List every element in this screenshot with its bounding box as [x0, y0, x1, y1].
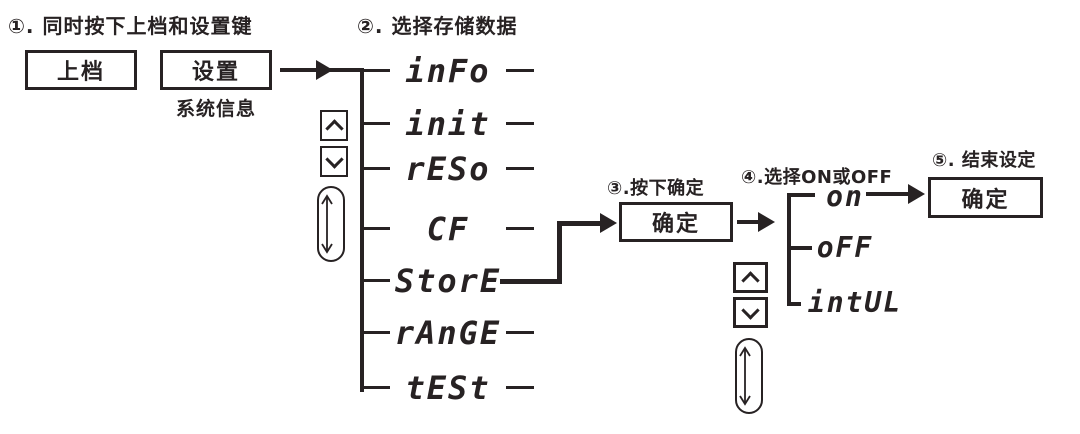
- down-chevron-icon: [741, 300, 760, 320]
- up-button[interactable]: [320, 110, 348, 141]
- menu-item-range: rAnGE: [394, 314, 502, 352]
- shift-key-label: 上档: [56, 60, 105, 85]
- selected-item-connector: [557, 221, 602, 226]
- submenu-item-on: on: [826, 180, 864, 213]
- set-key-button[interactable]: 设置: [160, 50, 272, 90]
- arrow-right-icon: [908, 184, 925, 204]
- dash-line: [506, 386, 534, 389]
- set-key-caption: 系统信息: [175, 98, 256, 120]
- submenu-bracket-line: [787, 246, 812, 250]
- dash-line: [506, 227, 534, 230]
- step4-label: ④.选择ON或OFF: [741, 167, 893, 188]
- arrow-right-icon: [758, 212, 775, 232]
- menu-item-reso: rESo: [405, 150, 491, 188]
- submenu-bracket-line: [787, 302, 801, 306]
- confirm-button-label: 确定: [961, 187, 1010, 213]
- arrow-right-icon: [316, 60, 333, 80]
- cycle-arrow-icon: [317, 186, 345, 262]
- step3-label: ③.按下确定: [607, 178, 705, 199]
- dash-line: [506, 331, 534, 334]
- confirm-button-step5[interactable]: 确定: [928, 177, 1043, 218]
- dash-line: [506, 69, 534, 72]
- confirm-button-label: 确定: [651, 212, 700, 237]
- menu-item-init: init: [405, 105, 491, 143]
- menu-row-cf: CF: [0, 212, 1080, 246]
- down-button[interactable]: [733, 297, 768, 328]
- tick-line: [362, 227, 390, 230]
- dash-line: [506, 167, 534, 170]
- menu-item-info: inFo: [405, 52, 491, 90]
- dash-line: [506, 122, 534, 125]
- up-chevron-icon: [324, 118, 344, 138]
- set-key-label: 设置: [191, 60, 240, 85]
- submenu-bracket-line: [787, 193, 815, 197]
- connector-line: [737, 220, 763, 224]
- menu-trunk-line: [360, 68, 364, 392]
- submenu-item-off: oFF: [816, 231, 874, 264]
- menu-row-reso: rESo: [0, 152, 1080, 186]
- tick-line: [362, 69, 390, 72]
- tick-line: [362, 279, 390, 282]
- menu-item-test: tESt: [405, 369, 491, 407]
- menu-row-store: StorE: [0, 264, 1080, 298]
- selected-item-connector: [557, 221, 562, 284]
- cycle-arrow-icon: [735, 338, 763, 414]
- menu-row-test: tESt: [0, 371, 1080, 405]
- tick-line: [362, 122, 390, 125]
- up-button[interactable]: [733, 262, 768, 293]
- arrow-right-icon: [600, 213, 617, 233]
- selected-item-connector: [500, 279, 562, 284]
- menu-row-info: inFo: [0, 54, 1080, 88]
- down-chevron-icon: [324, 149, 344, 169]
- menu-row-range: rAnGE: [0, 316, 1080, 350]
- up-chevron-icon: [741, 270, 760, 290]
- menu-item-store: StorE: [394, 262, 502, 300]
- confirm-button-step3[interactable]: 确定: [619, 202, 733, 242]
- tick-line: [362, 331, 390, 334]
- connector-line: [866, 192, 912, 196]
- step2-label: ②. 选择存储数据: [357, 14, 518, 38]
- down-button[interactable]: [320, 146, 348, 177]
- tick-line: [362, 167, 390, 170]
- menu-row-init: init: [0, 107, 1080, 141]
- menu-item-cf: CF: [426, 210, 470, 248]
- step1-label: ①. 同时按下上档和设置键: [8, 14, 253, 38]
- step5-label: ⑤. 结束设定: [932, 150, 1036, 171]
- shift-key-button[interactable]: 上档: [25, 50, 137, 90]
- tick-line: [362, 386, 390, 389]
- submenu-item-intvl: intUL: [807, 286, 903, 319]
